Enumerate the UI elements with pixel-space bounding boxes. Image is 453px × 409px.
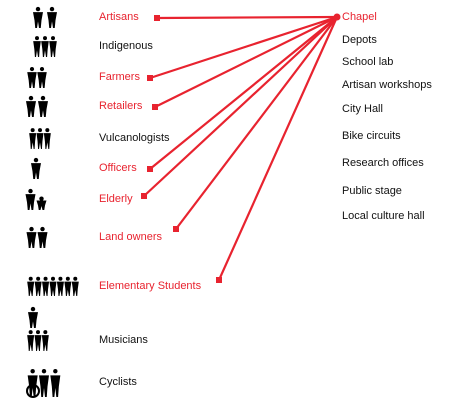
place-label: Chapel (342, 11, 377, 23)
group-label: Officers (99, 162, 137, 174)
place-label: Depots (342, 34, 377, 46)
person-icon (31, 157, 41, 179)
group-label: Land owners (99, 231, 162, 243)
connection-endpoint (147, 166, 153, 172)
two-people-icon (33, 6, 57, 28)
connection-line (175, 16, 338, 230)
place-label: Bike circuits (342, 130, 401, 142)
place-label: Local culture hall (342, 210, 425, 222)
connection-line (149, 16, 338, 170)
connection-endpoint (154, 15, 160, 21)
connection-endpoint (216, 277, 222, 283)
group-label: Indigenous (99, 40, 153, 52)
two-people-icon (26, 95, 48, 117)
two-people-icon (26, 226, 48, 248)
place-label: Public stage (342, 185, 402, 197)
connection-line (143, 16, 338, 197)
group-label: Retailers (99, 100, 143, 112)
place-label: Artisan workshops (342, 79, 432, 91)
connection-line (154, 16, 338, 108)
person-with-child-icon (25, 188, 47, 210)
group-people-icon (29, 128, 51, 149)
group-label: Musicians (99, 334, 148, 346)
place-label: Research offices (342, 157, 424, 169)
crowd-icon (27, 276, 79, 296)
connection-line (149, 15, 338, 80)
group-label: Cyclists (99, 376, 137, 388)
connection-line (217, 16, 339, 281)
connection-endpoint (141, 193, 147, 199)
connection-line (156, 15, 338, 20)
group-people-icon (33, 36, 57, 57)
group-label: Farmers (99, 71, 140, 83)
group-label: Vulcanologists (99, 132, 170, 144)
chapel-hub-dot (333, 13, 341, 21)
two-people-icon (27, 66, 47, 88)
connection-endpoint (173, 226, 179, 232)
connection-endpoint (147, 75, 153, 81)
group-label: Artisans (99, 11, 139, 23)
group-label: Elderly (99, 193, 133, 205)
group-people-icon (27, 330, 49, 351)
place-label: School lab (342, 56, 394, 68)
group-label: Elementary Students (99, 280, 202, 292)
cyclists-icon (26, 369, 61, 398)
place-label: City Hall (342, 103, 383, 115)
connection-endpoint (152, 104, 158, 110)
person-icon (28, 306, 38, 328)
